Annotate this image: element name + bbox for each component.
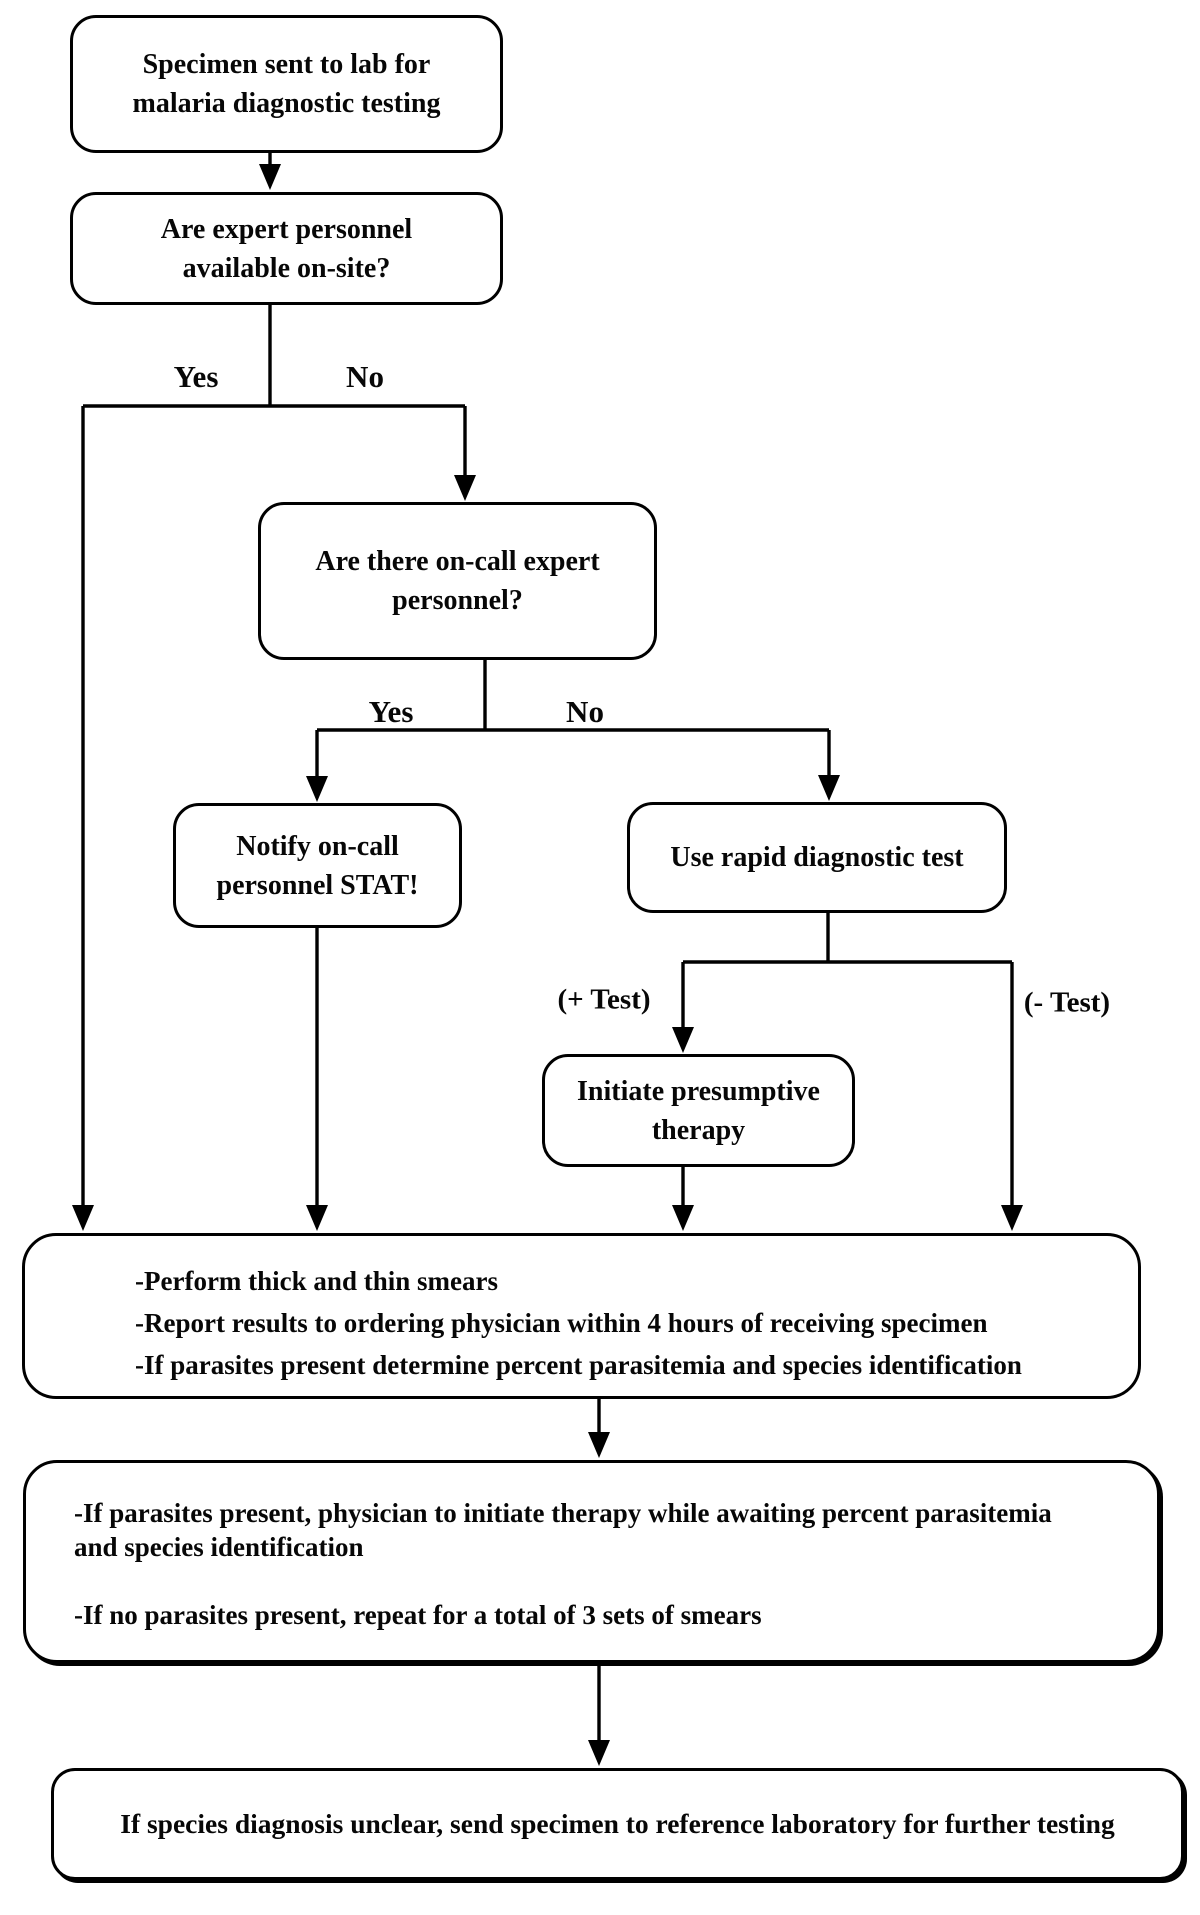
connector-presumptive-to-perform bbox=[672, 1167, 694, 1231]
node-specimen: Specimen sent to lab for malaria diagnos… bbox=[70, 15, 503, 153]
node-text-line: Are expert personnel bbox=[160, 213, 413, 245]
connector-yes2-to-notify bbox=[306, 730, 328, 802]
node-initiate-therapy: -If parasites present, physician to init… bbox=[23, 1460, 1160, 1663]
node-text-line bbox=[74, 1564, 1147, 1598]
node-text-line: personnel? bbox=[392, 585, 523, 616]
edge-label-yes-1: Yes bbox=[173, 359, 219, 394]
connector-onsite-branch bbox=[83, 305, 465, 408]
node-notify: Notify on-call personnel STAT! bbox=[173, 803, 462, 928]
connector-perform-to-therapy bbox=[588, 1399, 610, 1458]
node-text-line: Specimen sent to lab for bbox=[142, 49, 431, 80]
edge-label-negative-test: (- Test) bbox=[1023, 986, 1111, 1019]
node-text-line: malaria diagnostic testing bbox=[132, 88, 441, 119]
edge-label-no-1: No bbox=[346, 359, 384, 394]
node-text-line: available on-site? bbox=[182, 252, 391, 284]
node-reference-lab: If species diagnosis unclear, send speci… bbox=[51, 1768, 1184, 1880]
connector-no1-to-oncall bbox=[454, 406, 476, 501]
edge-label-no-2: No bbox=[566, 694, 604, 729]
node-text-line: -Perform thick and thin smears bbox=[135, 1266, 498, 1296]
node-perform-smears: -Perform thick and thin smears -Report r… bbox=[22, 1233, 1141, 1399]
node-text-line: -Report results to ordering physician wi… bbox=[135, 1308, 988, 1338]
node-text-line: If species diagnosis unclear, send speci… bbox=[120, 1808, 1115, 1839]
node-text-line: -If no parasites present, repeat for a t… bbox=[74, 1600, 762, 1630]
connector-specimen-to-onsite bbox=[259, 153, 281, 190]
node-rapid-test: Use rapid diagnostic test bbox=[627, 802, 1007, 913]
edge-label-positive-test: (+ Test) bbox=[557, 983, 651, 1016]
connector-rapid-branch bbox=[683, 913, 1012, 964]
connector-negtest-to-perform bbox=[1001, 962, 1023, 1231]
connector-oncall-branch bbox=[317, 660, 829, 732]
node-text-line: Notify on-call bbox=[236, 830, 399, 862]
node-text-line: -If parasites present determine percent … bbox=[135, 1350, 1022, 1380]
node-oncall: Are there on-call expert personnel? bbox=[258, 502, 657, 660]
node-text-line: Initiate presumptive bbox=[577, 1075, 820, 1107]
node-text-line: Use rapid diagnostic test bbox=[670, 842, 964, 873]
node-presumptive-therapy: Initiate presumptive therapy bbox=[542, 1054, 855, 1167]
connector-yes1-to-perform bbox=[72, 406, 94, 1231]
node-text-line: -If parasites present, physician to init… bbox=[74, 1498, 1052, 1528]
node-text-line: therapy bbox=[651, 1114, 746, 1146]
connector-no2-to-rapid bbox=[818, 730, 840, 801]
node-text-line: and species identification bbox=[74, 1532, 364, 1562]
connector-notify-to-perform bbox=[306, 928, 328, 1231]
node-text-line: personnel STAT! bbox=[216, 869, 419, 901]
node-text-line: Are there on-call expert bbox=[315, 546, 600, 577]
connector-therapy-to-reference bbox=[588, 1663, 610, 1766]
node-expert-onsite: Are expert personnel available on-site? bbox=[70, 192, 503, 305]
connector-postest-to-presumptive bbox=[672, 962, 694, 1053]
edge-label-yes-2: Yes bbox=[368, 694, 414, 729]
